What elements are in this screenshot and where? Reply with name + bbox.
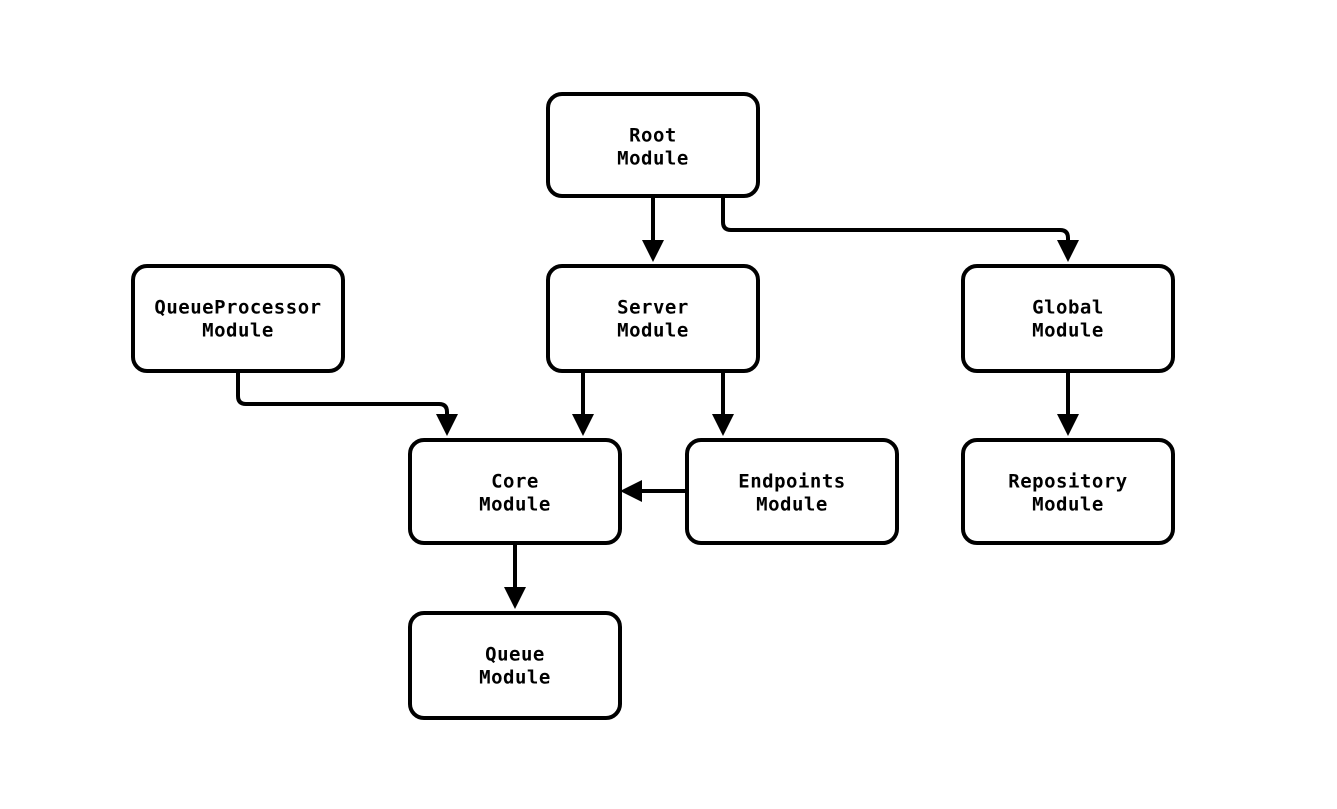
edge-global-to-repository: [1057, 371, 1079, 436]
node-root-module-box[interactable]: [546, 92, 760, 198]
node-global-module[interactable]: Global Module: [961, 264, 1175, 373]
node-queue-module-subtitle: Module: [479, 667, 551, 689]
edge-layer: [236, 196, 1079, 609]
node-server-module-box[interactable]: [546, 264, 760, 373]
edge-queueprocessor-to-core: [236, 371, 458, 436]
node-layer: Root Module QueueProcessor Module Server…: [131, 92, 1175, 720]
edge-global-to-repository-arrowhead: [1057, 414, 1079, 436]
node-server-module-title: Server: [617, 297, 689, 319]
node-endpoints-module[interactable]: Endpoints Module: [685, 438, 899, 545]
node-queueprocessor-module-box[interactable]: [131, 264, 345, 373]
node-core-module[interactable]: Core Module: [408, 438, 622, 545]
node-endpoints-module-subtitle: Module: [756, 494, 828, 516]
node-queue-module-title: Queue: [485, 644, 545, 666]
edge-endpoints-to-core-arrowhead: [620, 480, 642, 502]
edge-core-to-queue-arrowhead: [504, 587, 526, 609]
node-repository-module[interactable]: Repository Module: [961, 438, 1175, 545]
node-core-module-title: Core: [491, 471, 539, 493]
node-repository-module-title: Repository: [1008, 471, 1127, 493]
edge-endpoints-to-core: [620, 480, 687, 502]
edge-server-to-core-arrowhead: [572, 414, 594, 436]
edge-core-to-queue: [504, 543, 526, 609]
node-endpoints-module-box[interactable]: [685, 438, 899, 545]
node-core-module-subtitle: Module: [479, 494, 551, 516]
node-server-module-subtitle: Module: [617, 320, 689, 342]
edge-queueprocessor-to-core-arrowhead: [436, 414, 458, 436]
node-global-module-title: Global: [1032, 297, 1104, 319]
node-queueprocessor-module-title: QueueProcessor: [154, 297, 321, 319]
edge-server-to-endpoints-arrowhead: [712, 414, 734, 436]
edge-root-to-server-arrowhead: [642, 240, 664, 262]
node-server-module[interactable]: Server Module: [546, 264, 760, 373]
node-core-module-box[interactable]: [408, 438, 622, 545]
node-global-module-subtitle: Module: [1032, 320, 1104, 342]
node-queueprocessor-module-subtitle: Module: [202, 320, 274, 342]
node-root-module[interactable]: Root Module: [546, 92, 760, 198]
node-queue-module-box[interactable]: [408, 611, 622, 720]
edge-root-to-global-arrowhead: [1057, 240, 1079, 262]
node-root-module-subtitle: Module: [617, 148, 689, 170]
node-endpoints-module-title: Endpoints: [738, 471, 845, 493]
node-root-module-title: Root: [629, 125, 677, 147]
node-queue-module[interactable]: Queue Module: [408, 611, 622, 720]
edge-queueprocessor-to-core-line: [236, 371, 449, 414]
node-repository-module-box[interactable]: [961, 438, 1175, 545]
node-global-module-box[interactable]: [961, 264, 1175, 373]
edge-root-to-server: [642, 196, 664, 262]
edge-server-to-endpoints: [712, 371, 734, 436]
edge-root-to-global: [721, 196, 1079, 262]
edge-server-to-core: [572, 371, 594, 436]
node-queueprocessor-module[interactable]: QueueProcessor Module: [131, 264, 345, 373]
node-repository-module-subtitle: Module: [1032, 494, 1104, 516]
edge-root-to-global-line: [721, 196, 1070, 240]
